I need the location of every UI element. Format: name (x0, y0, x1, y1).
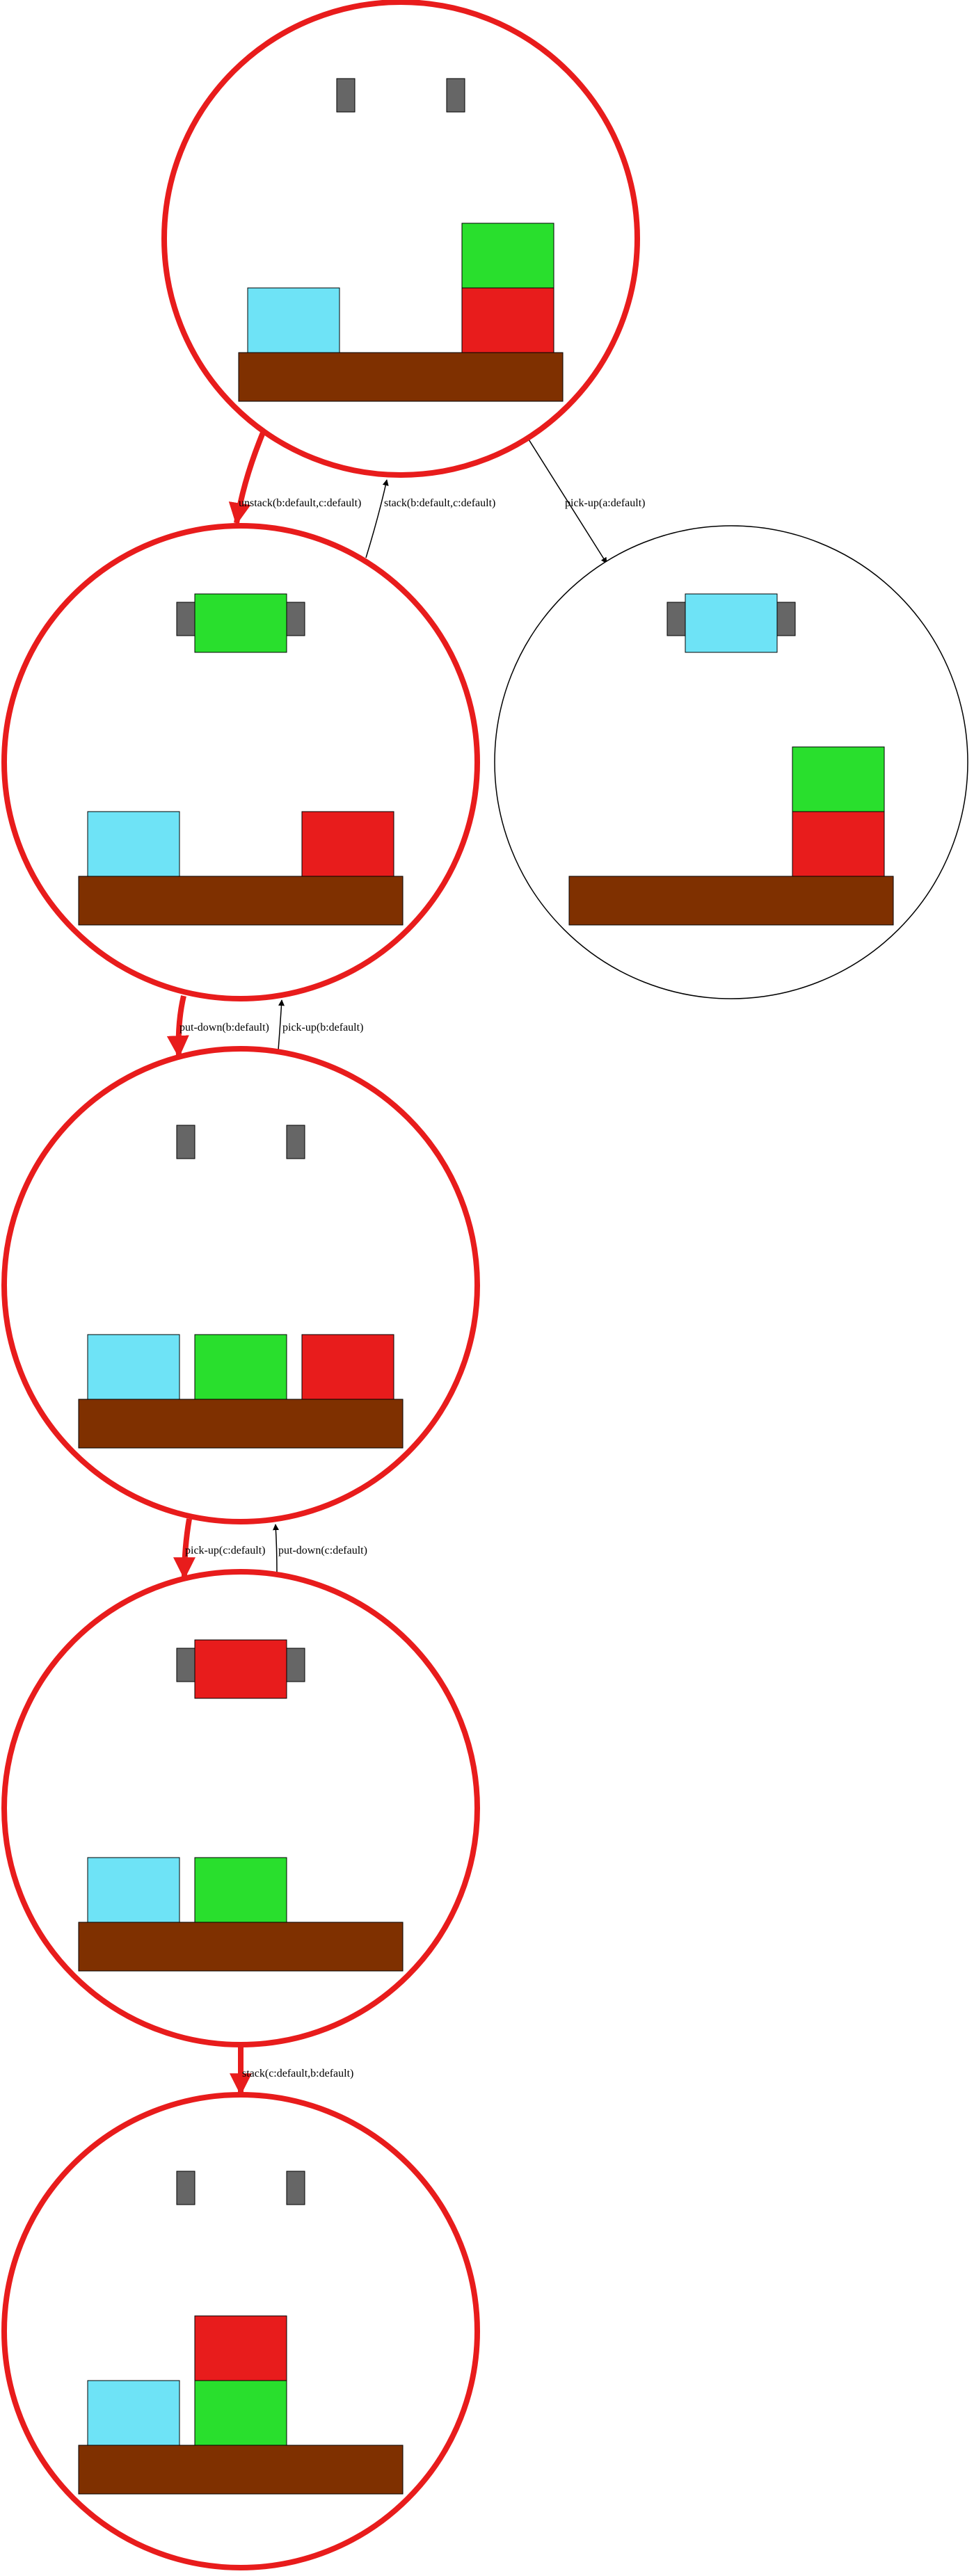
gripper-left-finger (666, 602, 686, 636)
edge-label-stack-c-b: stack(c:default,b:default) (242, 2068, 353, 2079)
gripper-right-finger (286, 1125, 305, 1159)
state-node (1, 2092, 480, 2570)
gripper-right-finger (286, 1648, 305, 1682)
block-c (792, 811, 885, 877)
gripper-left-finger (336, 78, 356, 113)
state-node (1, 1569, 480, 2047)
state-node (1, 523, 480, 1001)
gripper-right-finger (776, 602, 796, 636)
held-block-b (194, 593, 287, 653)
gripper-right-finger (446, 78, 465, 113)
gripper-left-finger (176, 2171, 195, 2205)
gripper-left-finger (176, 1648, 195, 1682)
block-b (792, 746, 885, 812)
block-c (461, 287, 554, 353)
edge-e0 (228, 431, 266, 526)
edge-e1 (365, 479, 389, 558)
block-b (194, 2380, 287, 2446)
state-circle (1, 1046, 480, 1524)
state-node (494, 525, 968, 999)
gripper-right-finger (286, 602, 305, 636)
gripper-right-finger (286, 2171, 305, 2205)
edge-e3 (166, 995, 189, 1058)
table (78, 1922, 404, 1972)
block-c (194, 2315, 287, 2381)
state-node (161, 0, 640, 478)
edge-label-put-down-c: put-down(c:default) (278, 1545, 367, 1556)
gripper-left-finger (176, 602, 195, 636)
edge-e2 (528, 439, 607, 564)
block-b (194, 1334, 287, 1400)
state-circle (161, 0, 640, 478)
edge-label-pick-up-c: pick-up(c:default) (185, 1545, 266, 1556)
edge-label-unstack-b-c: unstack(b:default,c:default) (239, 497, 361, 509)
table (238, 352, 564, 402)
block-a (87, 1334, 180, 1400)
edge-label-pick-up-a: pick-up(a:default) (565, 497, 646, 509)
held-block-a (685, 593, 778, 653)
block-c (301, 1334, 394, 1400)
block-b (194, 1857, 287, 1923)
state-node (1, 1046, 480, 1524)
gripper-left-finger (176, 1125, 195, 1159)
edge-e4 (278, 999, 285, 1051)
edge-e6 (272, 1524, 279, 1574)
edge-label-pick-up-b: pick-up(b:default) (282, 1022, 363, 1033)
block-a (247, 287, 340, 353)
edge-label-stack-b-c: stack(b:default,c:default) (384, 497, 495, 509)
edge-e5 (173, 1518, 196, 1580)
table (78, 2445, 404, 2495)
block-c (301, 811, 394, 877)
block-a (87, 1857, 180, 1923)
block-a (87, 2380, 180, 2446)
edges-layer (166, 431, 607, 2096)
block-a (87, 811, 180, 877)
labels-layer: unstack(b:default,c:default) stack(b:def… (179, 497, 646, 2079)
table (78, 1399, 404, 1449)
table (568, 876, 894, 926)
edge-label-put-down-b: put-down(b:default) (179, 1022, 269, 1033)
held-block-c (194, 1639, 287, 1699)
block-b (461, 223, 554, 289)
table (78, 876, 404, 926)
